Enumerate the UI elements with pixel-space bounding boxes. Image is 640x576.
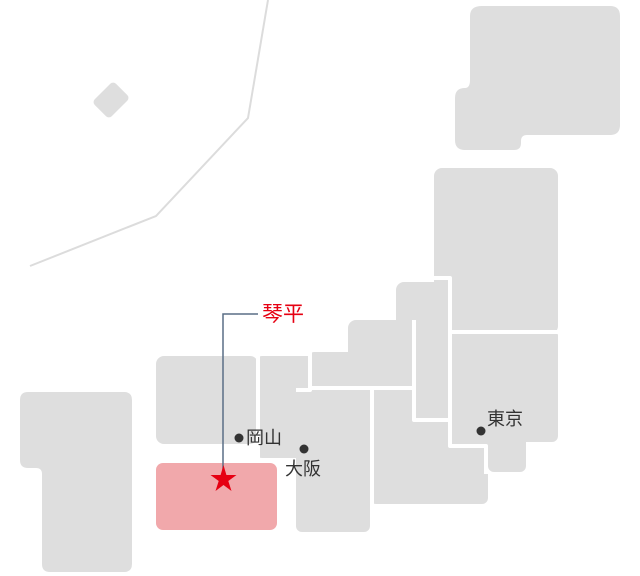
city-label-tokyo: 東京 bbox=[487, 409, 523, 430]
city-marker-osaka bbox=[299, 444, 309, 454]
city-marker-tokyo bbox=[476, 426, 486, 436]
region-shikoku-highlight bbox=[156, 463, 277, 530]
sea-boundary-line bbox=[29, 0, 269, 267]
region-hokkaido bbox=[455, 6, 620, 150]
city-label-okayama: 岡山 bbox=[246, 428, 282, 449]
small-island bbox=[93, 82, 129, 118]
city-label-osaka: 大阪 bbox=[285, 459, 321, 480]
region-kyushu bbox=[20, 392, 132, 572]
city-marker-okayama bbox=[234, 433, 244, 443]
target-location-label: 琴平 bbox=[262, 302, 304, 326]
callout-leader-line bbox=[222, 313, 258, 472]
region-honshu bbox=[156, 168, 558, 532]
star-icon bbox=[210, 465, 237, 491]
region-borders bbox=[256, 276, 560, 506]
